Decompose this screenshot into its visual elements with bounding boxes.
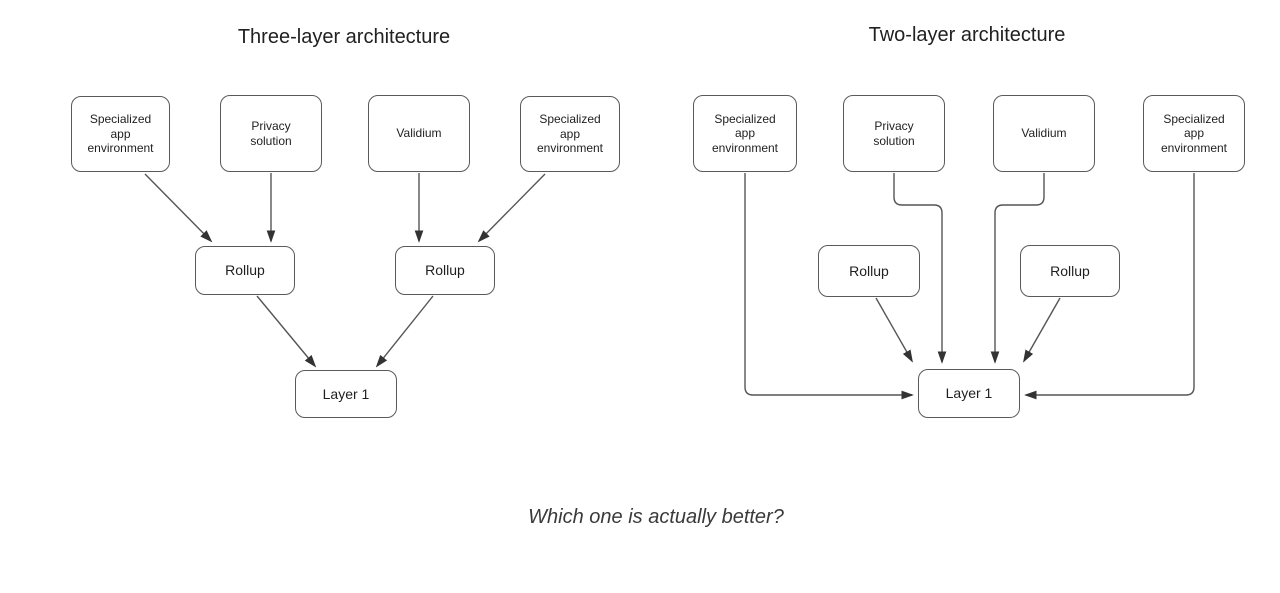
node-right-layer-1: Layer 1 (918, 369, 1020, 418)
edge-left-rollup2-to-layer1 (375, 295, 434, 368)
node-label: Specialized app environment (536, 112, 604, 156)
caption-text: Which one is actually better? (528, 506, 784, 528)
node-label: Layer 1 (322, 385, 370, 402)
node-label: Rollup (425, 262, 465, 279)
node-left-privacy-solution: Privacy solution (220, 95, 322, 172)
right-diagram-title: Two-layer architecture (868, 24, 1066, 46)
node-label: Rollup (1050, 262, 1090, 279)
node-left-validium: Validium (368, 95, 470, 172)
node-label: Specialized app environment (711, 111, 779, 155)
edge-right-privacy-to-layer1 (893, 173, 947, 364)
node-label: Privacy solution (873, 119, 915, 148)
node-left-rollup-2: Rollup (395, 246, 495, 295)
edge-left-sae2-to-rollup2 (477, 173, 546, 243)
node-label: Rollup (225, 262, 265, 279)
left-diagram-title: Three-layer architecture (237, 26, 451, 48)
node-left-rollup-1: Rollup (195, 246, 295, 295)
edge-right-rollup1-to-layer1 (875, 297, 913, 363)
node-label: Privacy solution (250, 119, 292, 148)
node-label: Validium (1021, 126, 1067, 141)
node-label: Validium (396, 126, 442, 141)
node-left-layer-1: Layer 1 (295, 370, 397, 418)
edge-right-validium-to-layer1 (990, 173, 1045, 364)
node-right-rollup-2: Rollup (1020, 245, 1120, 297)
node-label: Specialized app environment (1160, 111, 1228, 155)
node-left-specialized-app-environment-2: Specialized app environment (520, 96, 620, 172)
edge-right-rollup2-to-layer1 (1023, 297, 1061, 363)
node-right-validium: Validium (993, 95, 1095, 172)
node-right-specialized-app-environment-1: Specialized app environment (693, 95, 797, 172)
node-label: Layer 1 (945, 385, 993, 402)
edge-right-sae2-to-layer1 (1024, 173, 1195, 400)
edge-left-sae1-to-rollup1 (144, 173, 213, 243)
node-label: Rollup (849, 262, 889, 279)
node-right-specialized-app-environment-2: Specialized app environment (1143, 95, 1245, 172)
edge-left-rollup1-to-layer1 (256, 295, 317, 368)
node-right-rollup-1: Rollup (818, 245, 920, 297)
node-right-privacy-solution: Privacy solution (843, 95, 945, 172)
node-label: Specialized app environment (87, 112, 154, 156)
edge-right-sae1-to-layer1 (744, 173, 914, 400)
node-left-specialized-app-environment-1: Specialized app environment (71, 96, 170, 172)
